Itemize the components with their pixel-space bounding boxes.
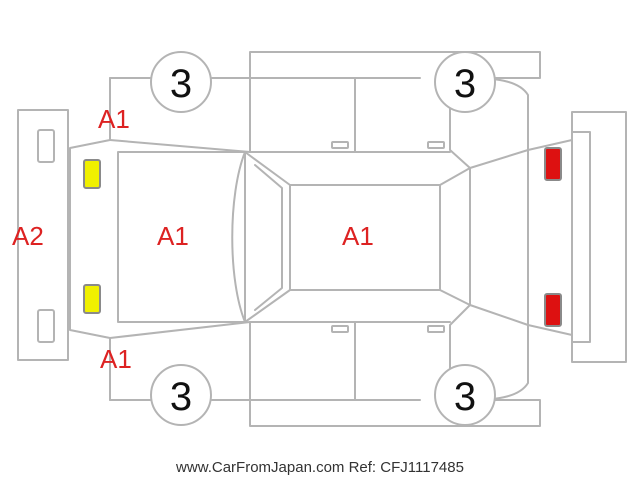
- rear-lamp-left: [544, 147, 562, 181]
- tire-rear-left-grade: 3: [454, 62, 476, 106]
- front-lamp-left: [83, 159, 101, 189]
- rear-bumper[interactable]: [571, 111, 627, 363]
- label-front-right-fender: A1: [100, 344, 132, 374]
- tire-rear-right-grade: 3: [454, 375, 476, 419]
- front-lamp-right: [83, 284, 101, 314]
- label-hood: A1: [157, 221, 189, 251]
- car-body-outline: [69, 51, 573, 427]
- label-front-left-fender: A1: [98, 104, 130, 134]
- label-roof: A1: [342, 221, 374, 251]
- front-bumper[interactable]: [17, 109, 69, 361]
- label-front-bumper: A2: [12, 221, 44, 251]
- tire-rear-left[interactable]: 3: [434, 51, 496, 113]
- tire-front-left-grade: 3: [170, 62, 192, 106]
- tire-front-left[interactable]: 3: [150, 51, 212, 113]
- rear-lamp-right: [544, 293, 562, 327]
- tire-rear-right[interactable]: 3: [434, 364, 496, 426]
- tire-front-right-grade: 3: [170, 375, 192, 419]
- footer-watermark: www.CarFromJapan.com Ref: CFJ1117485: [175, 459, 464, 476]
- tire-front-right[interactable]: 3: [150, 364, 212, 426]
